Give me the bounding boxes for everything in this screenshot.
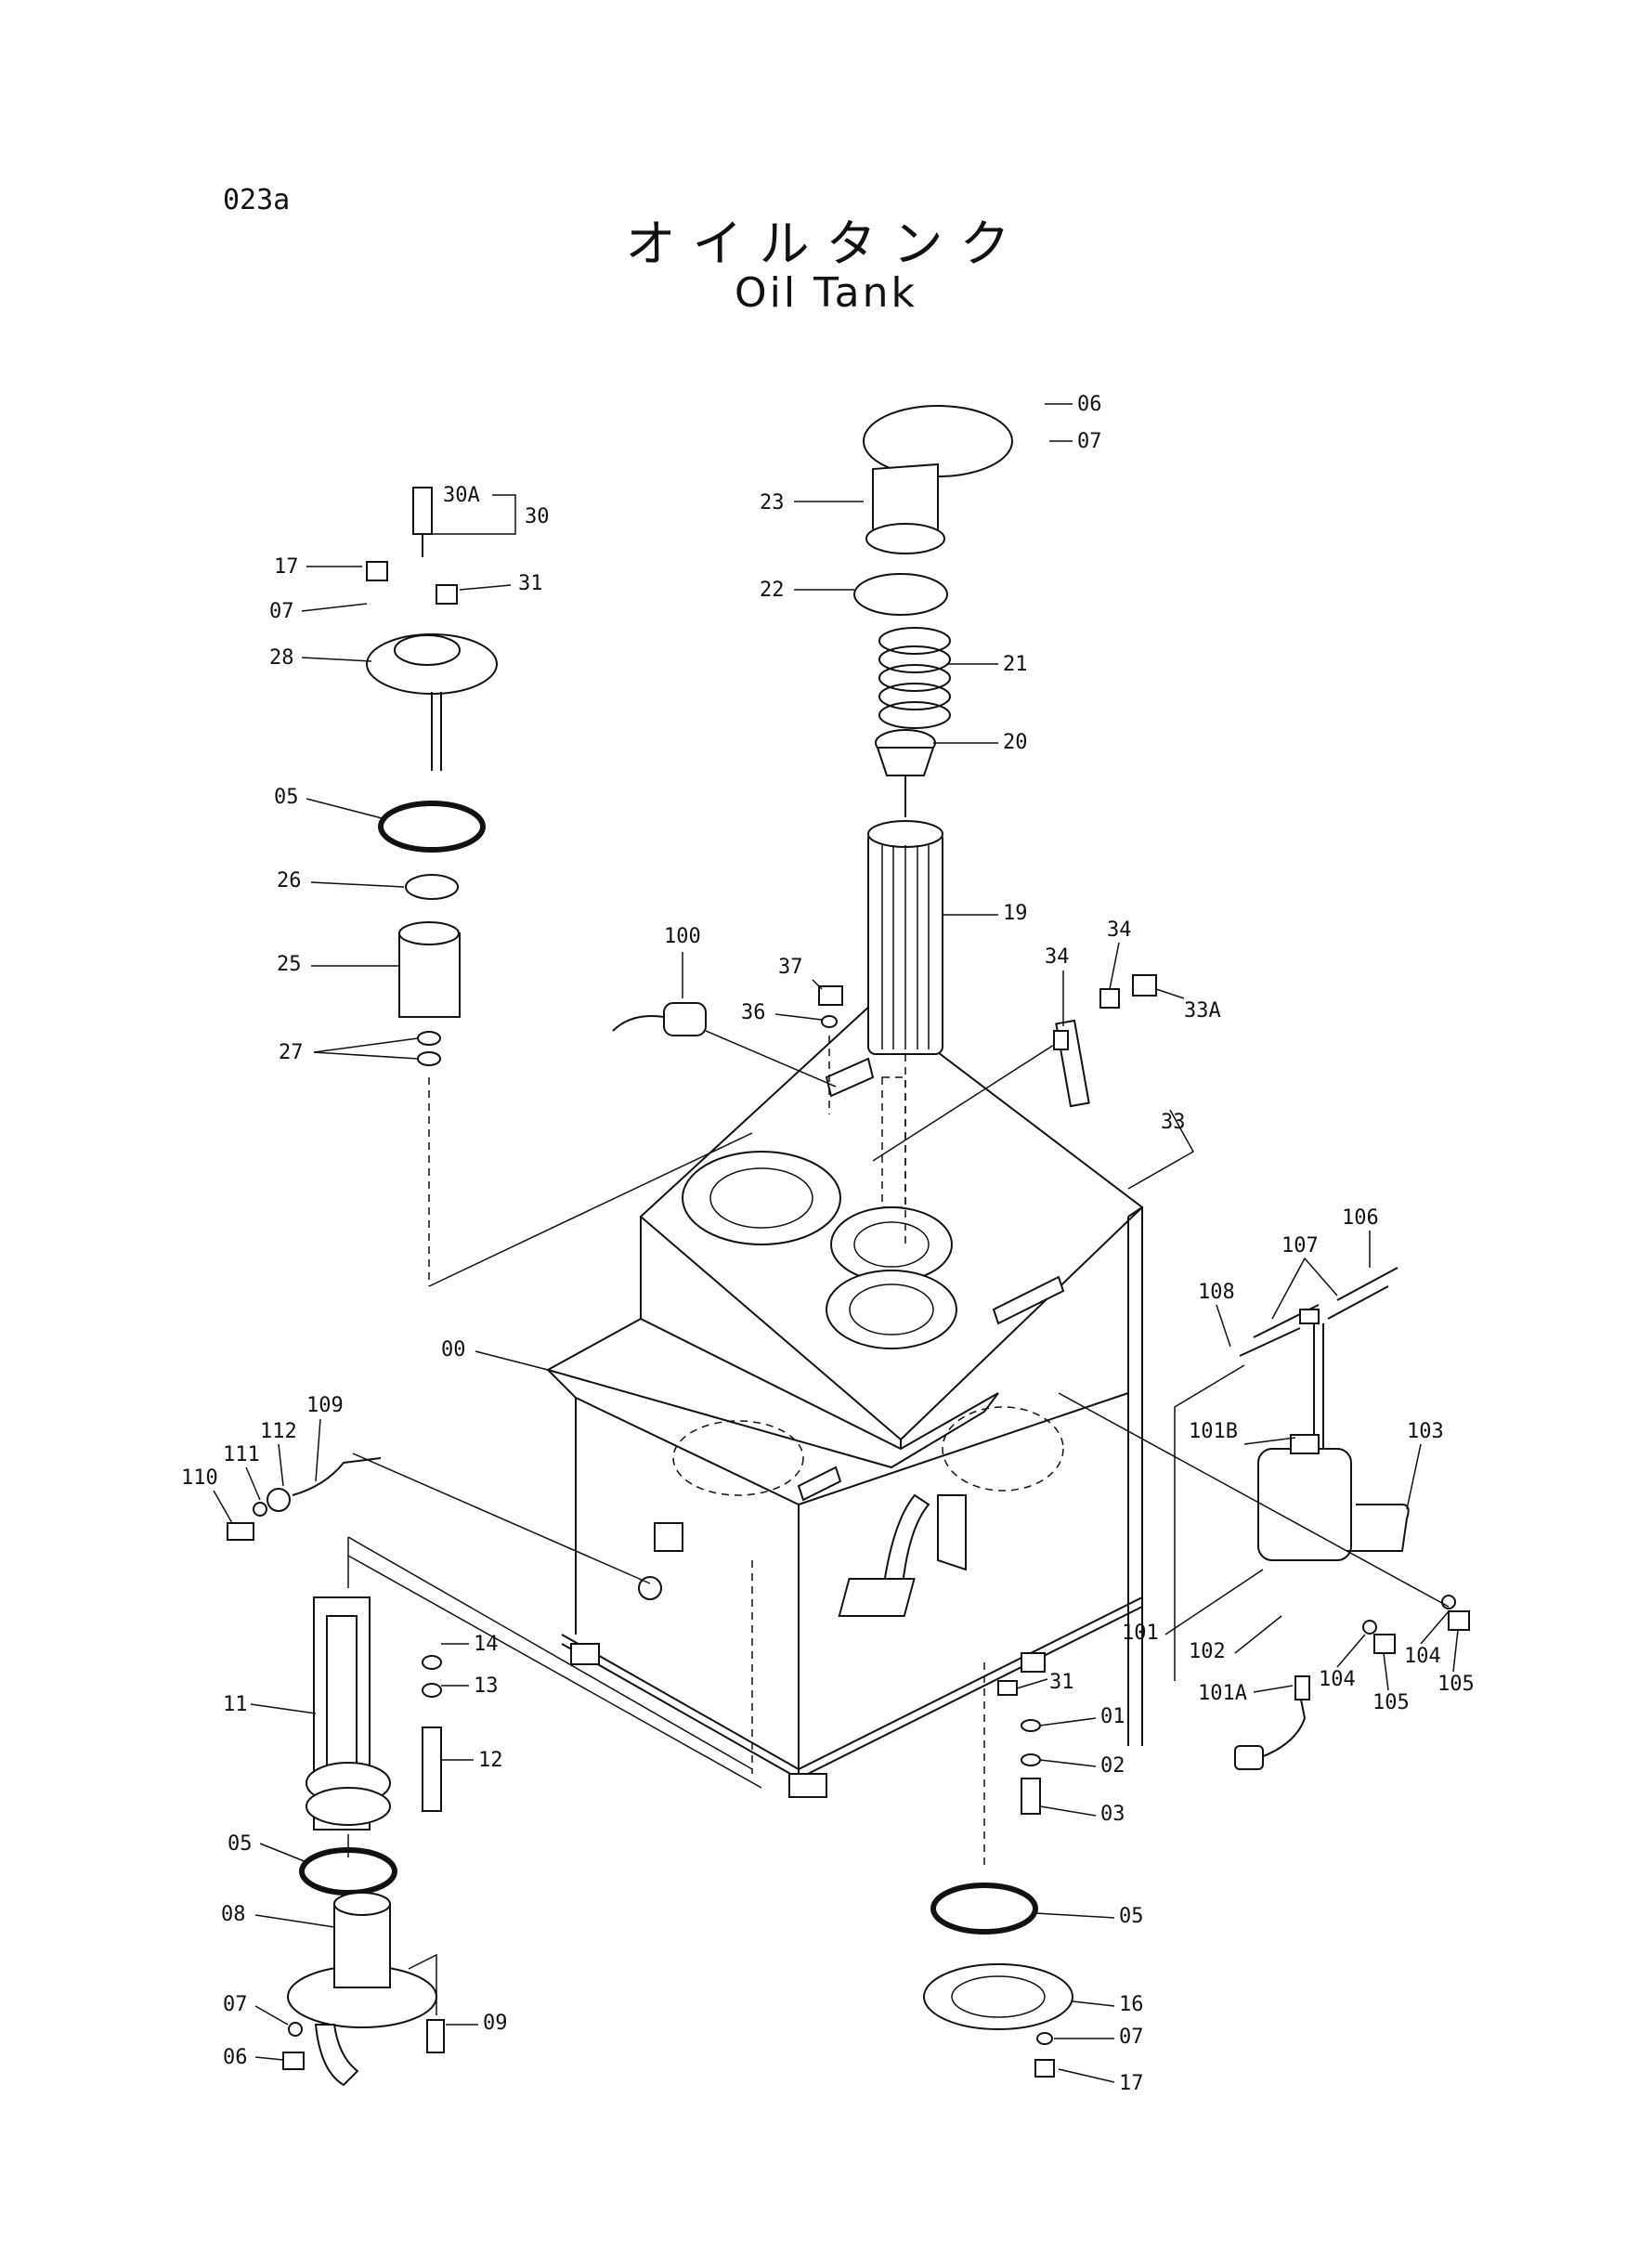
callout-102: 102 — [1189, 1640, 1226, 1663]
bolt-36-37 — [818, 985, 843, 1114]
callout-23: 23 — [760, 491, 785, 515]
title-japanese: オイルタンク — [625, 215, 1027, 273]
suction-pipe-assembly — [282, 1536, 762, 2087]
callout-05b: 05 — [228, 1832, 253, 1856]
oil-tank-body — [545, 1001, 1144, 1798]
callout-08: 08 — [221, 1903, 246, 1926]
sensor-100-assembly — [612, 1002, 837, 1088]
bracket-33-assembly — [872, 974, 1195, 1190]
reservoir-assembly — [838, 1267, 1470, 1770]
callout-105b: 105 — [1437, 1673, 1475, 1696]
suction-filter-assembly — [366, 487, 753, 1287]
callout-31b: 31 — [1049, 1671, 1074, 1694]
callout-07: 07 — [1077, 430, 1102, 453]
callout-14: 14 — [474, 1633, 499, 1656]
callout-33A: 33A — [1184, 999, 1221, 1023]
return-filter-assembly — [853, 405, 1013, 1244]
callout-16: 16 — [1119, 1993, 1144, 2016]
callout-110: 110 — [181, 1466, 218, 1490]
callout-37: 37 — [778, 956, 803, 979]
callout-107: 107 — [1281, 1234, 1319, 1257]
callout-13: 13 — [474, 1674, 499, 1698]
callout-25: 25 — [277, 953, 302, 976]
callout-101A: 101A — [1198, 1682, 1247, 1705]
page-code: 023a — [223, 184, 291, 216]
callout-100: 100 — [664, 925, 701, 948]
callout-27: 27 — [279, 1041, 304, 1064]
callout-19: 19 — [1003, 902, 1028, 925]
callout-34b: 34 — [1107, 919, 1132, 942]
callout-34: 34 — [1045, 945, 1070, 969]
callout-106: 106 — [1342, 1206, 1379, 1230]
callout-108: 108 — [1198, 1281, 1235, 1304]
callout-21: 21 — [1003, 653, 1028, 676]
callout-00: 00 — [441, 1338, 466, 1362]
callout-12: 12 — [478, 1749, 503, 1772]
drain-assembly — [923, 1662, 1073, 2078]
callout-05c: 05 — [1119, 1905, 1144, 1928]
callout-07b: 07 — [223, 1993, 248, 2016]
callout-28: 28 — [269, 646, 294, 670]
callout-17: 17 — [274, 555, 299, 579]
sensor-109-assembly — [227, 1453, 651, 1584]
callout-33: 33 — [1161, 1111, 1186, 1134]
callout-07: 07 — [269, 600, 294, 623]
callout-09: 09 — [483, 2012, 508, 2035]
callout-30: 30 — [525, 505, 550, 528]
callout-06b: 06 — [223, 2046, 248, 2069]
callout-11: 11 — [223, 1693, 248, 1716]
callout-02: 02 — [1100, 1754, 1125, 1778]
callout-22: 22 — [760, 579, 785, 602]
callout-101: 101 — [1122, 1622, 1159, 1645]
callout-30A: 30A — [443, 484, 480, 507]
callout-03: 03 — [1100, 1803, 1125, 1826]
callout-06: 06 — [1077, 393, 1102, 416]
callout-26: 26 — [277, 869, 302, 892]
callout-17b: 17 — [1119, 2072, 1144, 2095]
spring — [878, 627, 951, 729]
callout-103: 103 — [1407, 1420, 1444, 1443]
callouts: 06 07 23 22 21 20 19 30A 30 17 07 31 28 — [181, 393, 1475, 2095]
callout-111: 111 — [223, 1443, 260, 1466]
callout-104b: 104 — [1404, 1645, 1441, 1668]
callout-20: 20 — [1003, 731, 1028, 754]
callout-36: 36 — [741, 1001, 766, 1024]
title-english: Oil Tank — [735, 269, 917, 317]
callout-105: 105 — [1372, 1691, 1410, 1714]
callout-112: 112 — [260, 1420, 297, 1443]
callout-109: 109 — [306, 1394, 344, 1417]
callout-05: 05 — [274, 786, 299, 809]
callout-101B: 101B — [1189, 1420, 1238, 1443]
callout-31: 31 — [518, 572, 543, 595]
callout-01: 01 — [1100, 1705, 1125, 1728]
callout-07c: 07 — [1119, 2026, 1144, 2049]
callout-104: 104 — [1319, 1668, 1356, 1691]
